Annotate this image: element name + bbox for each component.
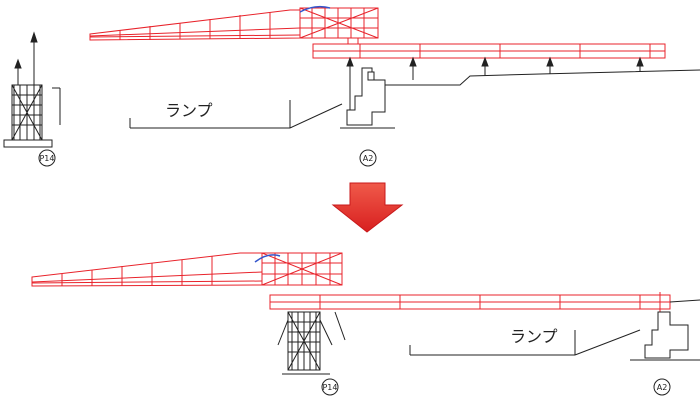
pier-p14-label-bottom: P14 <box>322 383 337 392</box>
stage-after: P14 A2 ランプ <box>31 252 700 396</box>
cable-bottom <box>254 254 281 263</box>
progress-arrow <box>331 182 404 233</box>
abutment-a2-tag-top: A2 <box>359 149 377 167</box>
abutment-a2-tag-bottom: A2 <box>653 378 671 396</box>
launching-nose-top <box>89 7 379 44</box>
abutment-a2-label-top: A2 <box>363 154 374 163</box>
road-continuation <box>669 299 700 303</box>
pier-p14-tag: P14 <box>38 149 56 167</box>
ramp-label-bottom: ランプ <box>510 327 558 346</box>
stage-before: P14 <box>3 5 700 167</box>
ramp-line-bottom <box>409 329 641 356</box>
pier-p14-tower-bottom <box>277 311 346 375</box>
abutment-a2-bottom <box>630 311 700 361</box>
pier-p14-tag-bottom: P14 <box>321 378 339 396</box>
abutment-a2-top <box>340 67 395 129</box>
launching-nose-bottom <box>31 252 343 287</box>
ramp-label-top: ランプ <box>165 101 213 120</box>
main-girder-top <box>312 43 666 59</box>
cable-top <box>299 5 331 13</box>
pier-p14-tower <box>3 31 61 148</box>
main-girder-bottom <box>269 292 671 312</box>
pier-p14-label: P14 <box>39 154 54 163</box>
abutment-a2-label-bottom: A2 <box>657 383 668 392</box>
ramp-line-top <box>129 56 700 129</box>
